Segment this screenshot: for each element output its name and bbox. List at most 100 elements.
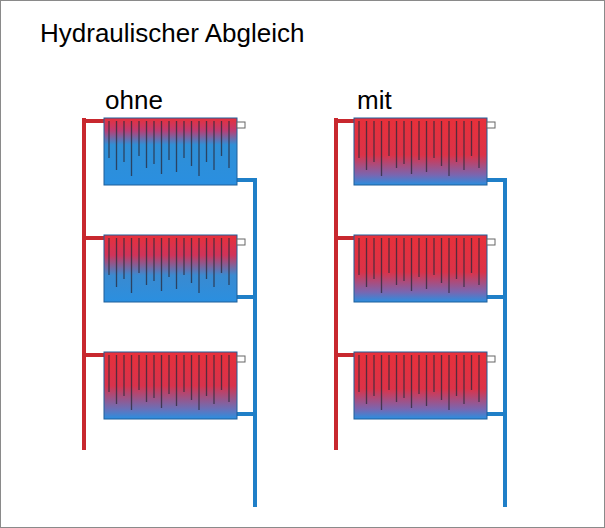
radiator-fin (191, 121, 192, 166)
radiator-fin (433, 238, 434, 275)
radiator-fin (366, 355, 367, 404)
radiator-fin (448, 355, 449, 410)
radiator-fin (108, 355, 109, 392)
radiator-fin (108, 121, 109, 158)
radiator-fin (403, 121, 404, 164)
radiator-fin (168, 355, 169, 394)
radiator-fin (146, 355, 147, 402)
radiator-fin (358, 238, 359, 275)
radiator-fin (411, 121, 412, 174)
radiator-fin (198, 355, 199, 410)
return-branch (487, 412, 507, 416)
radiator-fin (176, 355, 177, 406)
radiator-fin (388, 238, 389, 273)
radiator-fin (161, 121, 162, 174)
radiator-fin (153, 355, 154, 398)
return-branch (487, 178, 507, 182)
radiator-fin (153, 238, 154, 281)
supply-branch (82, 353, 104, 357)
column-label: ohne (105, 87, 163, 113)
radiator-body (104, 352, 237, 419)
radiator-fin (206, 355, 207, 396)
diagram-title: Hydraulischer Abgleich (40, 20, 304, 46)
radiator-fin (381, 355, 382, 410)
radiator-fin (373, 238, 374, 279)
radiator-fin (228, 121, 229, 168)
radiator-fin (463, 238, 464, 287)
radiator-fin (433, 121, 434, 158)
supply-branch (334, 353, 354, 357)
radiator-fin (138, 238, 139, 273)
radiator-body (354, 118, 487, 185)
radiator-fin (213, 355, 214, 404)
radiator-fin (221, 355, 222, 390)
radiator-fin (228, 238, 229, 285)
radiator-fin (441, 121, 442, 166)
radiator-fin (191, 238, 192, 283)
radiator-fin (456, 238, 457, 279)
supply-pipe (82, 118, 86, 450)
return-branch (487, 295, 507, 299)
radiator-body (354, 352, 487, 419)
radiator-fin (161, 355, 162, 408)
return-branch (237, 412, 257, 416)
radiator-fin (388, 121, 389, 156)
radiator-fin (116, 121, 117, 170)
radiator-body (354, 235, 487, 302)
radiator-fin (358, 121, 359, 158)
radiator-fin (168, 121, 169, 160)
radiator-fin (176, 238, 177, 289)
valve-head (487, 122, 495, 128)
supply-branch (82, 236, 104, 240)
radiator-fin (206, 238, 207, 279)
radiator-fin (138, 355, 139, 390)
radiator-fin (131, 355, 132, 410)
radiator-fin (138, 121, 139, 156)
radiator-fin (396, 121, 397, 168)
radiator-fin (116, 238, 117, 287)
radiator-fin (463, 355, 464, 404)
radiator-fin (221, 238, 222, 273)
radiator-fin (448, 121, 449, 176)
radiator-fin (373, 121, 374, 162)
radiator-fin (213, 238, 214, 287)
radiator-fin (366, 238, 367, 287)
radiator-fin (396, 355, 397, 402)
supply-branch (334, 236, 354, 240)
radiator-fin (146, 238, 147, 285)
radiator-fin (418, 121, 419, 160)
radiator-fin (388, 355, 389, 390)
radiator-fin (426, 238, 427, 289)
radiator-fin (426, 355, 427, 406)
radiator-fin (123, 355, 124, 396)
radiator-fin (146, 121, 147, 168)
radiator-fin (418, 238, 419, 277)
radiator-fin (366, 121, 367, 170)
radiator-fin (123, 121, 124, 162)
radiator-fin (463, 121, 464, 170)
radiator-fin (426, 121, 427, 172)
radiator-fin (198, 238, 199, 293)
radiator-fin (183, 121, 184, 158)
valve-head (487, 239, 495, 245)
radiator-fin (168, 238, 169, 277)
radiator-fin (116, 355, 117, 404)
column-label: mit (357, 87, 392, 113)
radiator-fin (198, 121, 199, 176)
radiator-fin (478, 121, 479, 168)
radiator-fin (471, 238, 472, 273)
radiator-fin (183, 238, 184, 275)
radiator-fin (478, 355, 479, 402)
valve-head (237, 239, 245, 245)
valve-head (237, 122, 245, 128)
radiator-fin (471, 121, 472, 156)
return-pipe (503, 178, 507, 507)
radiator-fin (456, 121, 457, 162)
radiator-fin (381, 238, 382, 293)
radiator-fin (441, 238, 442, 283)
return-pipe (253, 178, 257, 507)
valve-head (237, 356, 245, 362)
radiator-fin (228, 355, 229, 402)
radiator-fin (396, 238, 397, 285)
